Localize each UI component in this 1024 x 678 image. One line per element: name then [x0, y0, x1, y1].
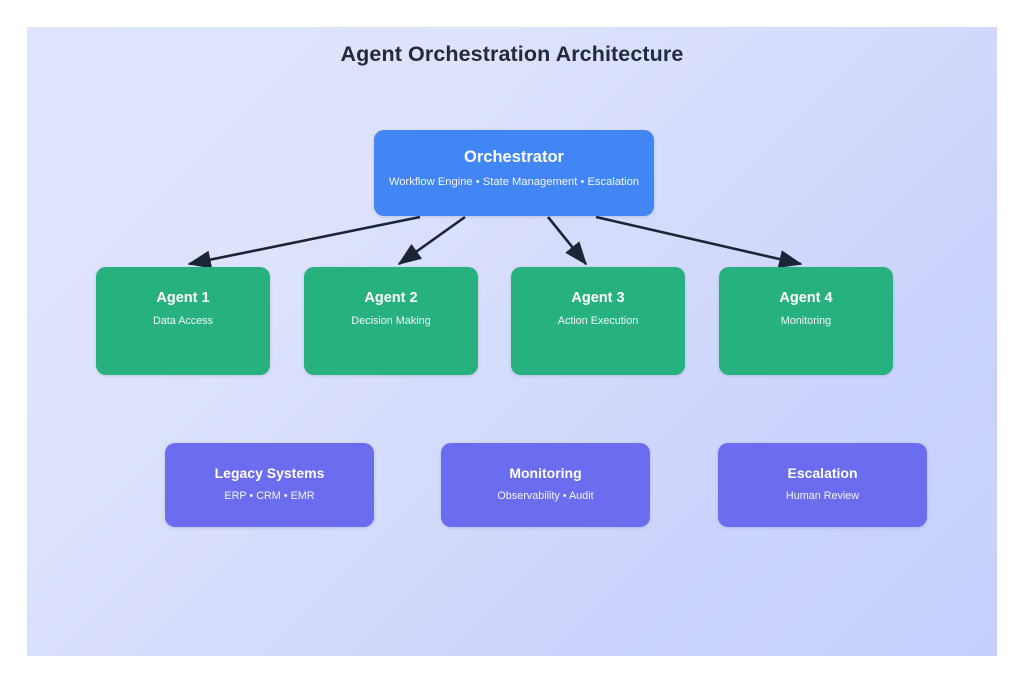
node-agent-2[interactable]: Agent 2 Decision Making	[304, 267, 478, 375]
node-agent-2-title: Agent 2	[364, 290, 418, 306]
page-title: Agent Orchestration Architecture	[340, 42, 684, 66]
node-monitoring[interactable]: Monitoring Observability • Audit	[441, 443, 650, 527]
node-agent-3-title: Agent 3	[571, 290, 625, 306]
node-monitoring-title: Monitoring	[509, 465, 582, 481]
node-orchestrator-subtitle: Workflow Engine • State Management • Esc…	[388, 176, 640, 188]
node-agent-1-subtitle: Data Access	[152, 315, 213, 327]
node-agent-2-subtitle: Decision Making	[351, 315, 431, 327]
node-orchestrator-title: Orchestrator	[464, 148, 564, 166]
node-monitoring-subtitle: Observability • Audit	[497, 490, 594, 502]
node-agent-1-title: Agent 1	[156, 290, 210, 306]
node-escalation-subtitle: Human Review	[785, 490, 860, 502]
node-escalation[interactable]: Escalation Human Review	[718, 443, 927, 527]
node-agent-1[interactable]: Agent 1 Data Access	[96, 267, 270, 375]
node-legacy-systems[interactable]: Legacy Systems ERP • CRM • EMR	[165, 443, 374, 527]
node-agent-3-subtitle: Action Execution	[557, 315, 639, 327]
node-agent-4[interactable]: Agent 4 Monitoring	[719, 267, 893, 375]
node-agent-4-title: Agent 4	[779, 290, 833, 306]
node-orchestrator[interactable]: Orchestrator Workflow Engine • State Man…	[374, 130, 654, 216]
node-agent-4-subtitle: Monitoring	[780, 315, 832, 327]
node-legacy-systems-subtitle: ERP • CRM • EMR	[224, 490, 315, 502]
node-legacy-systems-title: Legacy Systems	[214, 465, 325, 481]
node-agent-3[interactable]: Agent 3 Action Execution	[511, 267, 685, 375]
node-escalation-title: Escalation	[787, 465, 858, 481]
